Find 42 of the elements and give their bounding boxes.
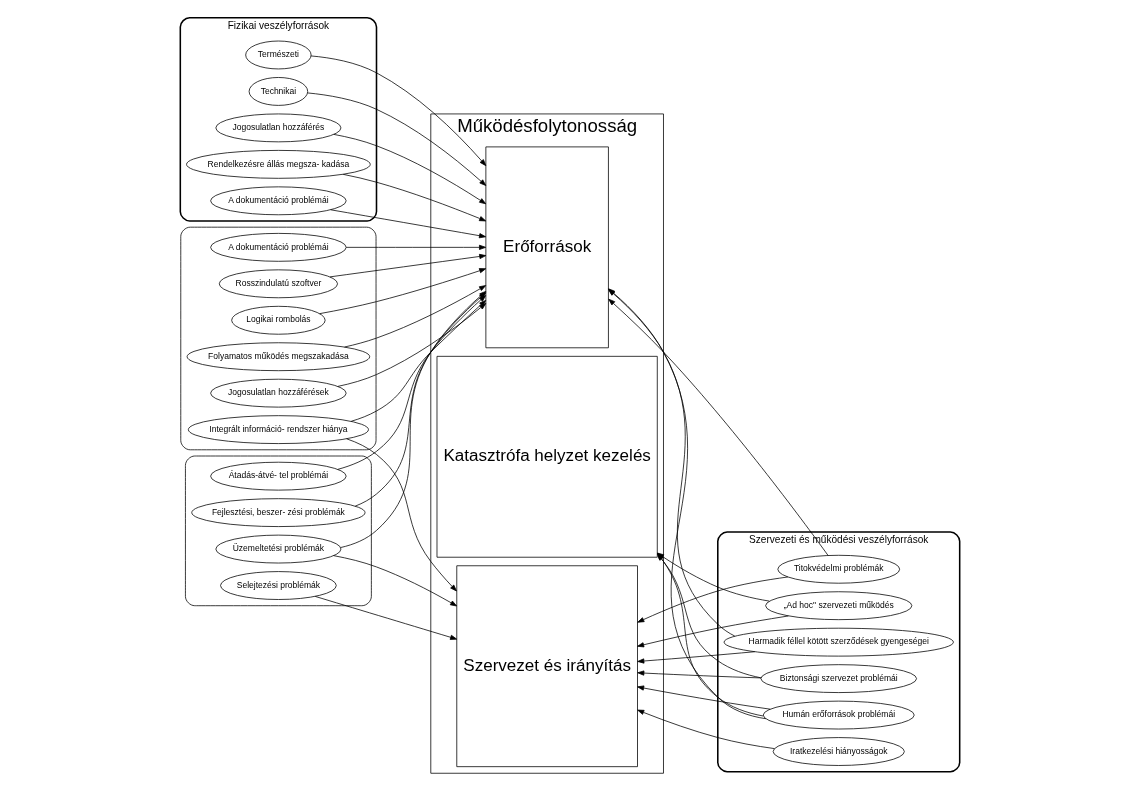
arrow <box>333 134 486 205</box>
node-ellipse: Rosszindulatú szoftver <box>218 269 338 299</box>
cluster <box>179 226 376 451</box>
arrow <box>345 244 486 250</box>
node-ellipse: Humán erőforrások problémái <box>762 700 915 730</box>
node-ellipse: Iratkezelési hiányosságok <box>772 737 905 766</box>
node-ellipse: Átadás-átvé- tel problémái <box>209 461 347 491</box>
arrow <box>636 685 771 710</box>
node-ellipse: A dokumentáció problémái <box>209 233 347 262</box>
node-ellipse: Harmadik féllel kötött szerződések gyengeségei <box>723 627 954 657</box>
cluster <box>184 455 372 607</box>
node-ellipse: Rendelkezésre állás megsza- kadása <box>185 150 371 179</box>
node-box: Erőforrások <box>485 146 609 349</box>
node-ellipse: Biztonsági szervezet problémái <box>760 664 917 693</box>
node-ellipse: Folyamatos működés megszakadása <box>186 342 370 372</box>
node-ellipse: Logikai rombolás <box>230 305 326 335</box>
arrow <box>636 615 789 648</box>
node-ellipse: Természeti <box>244 40 311 70</box>
arrow <box>306 92 486 186</box>
node-ellipse: Üzemeltetési problémák <box>214 534 341 564</box>
arrow <box>636 651 755 664</box>
node-ellipse: Titokvédelmi problémák <box>776 554 900 584</box>
node-ellipse: Jogosulatlan hozzáférés <box>214 113 341 143</box>
arrow <box>329 253 486 278</box>
arrow <box>314 596 457 640</box>
arrow <box>607 298 828 556</box>
arrow <box>332 555 457 607</box>
node-ellipse: „Ad hoc" szervezeti működés <box>764 591 912 621</box>
arrow <box>636 670 761 679</box>
arrow <box>310 55 486 167</box>
arrow <box>342 173 486 222</box>
node-ellipse: A dokumentáció problémái <box>209 186 347 216</box>
node-ellipse: Integrált információ- rendszer hiánya <box>187 415 369 444</box>
node-ellipse: Selejtezési problémák <box>219 571 337 600</box>
arrow <box>636 709 775 749</box>
arrow <box>636 576 788 623</box>
node-box: Szervezet és irányítás <box>455 565 638 768</box>
node-ellipse: Technikai <box>248 77 308 106</box>
arrow <box>345 438 457 592</box>
node-box: Katasztrófa helyzet kezelés <box>436 355 658 558</box>
node-ellipse: Fejlesztési, beszer- zési problémák <box>190 498 365 527</box>
node-ellipse: Jogosulatlan hozzáférések <box>209 378 347 408</box>
